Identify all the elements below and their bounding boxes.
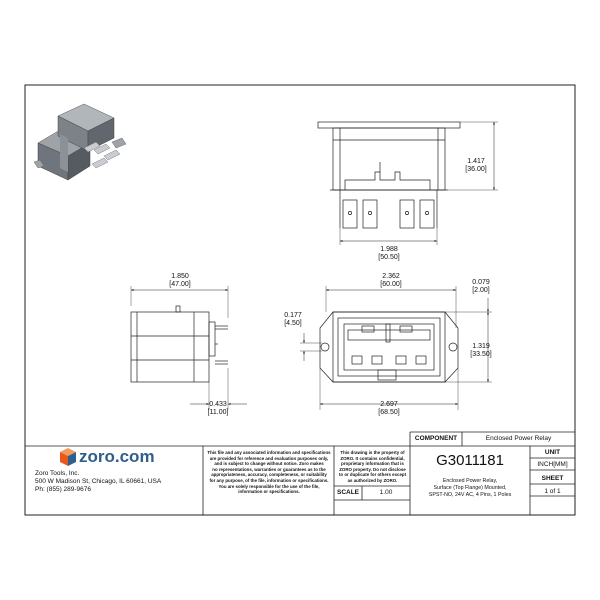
- top-inner-width-label: 2.362: [382, 273, 400, 280]
- component-value: Enclosed Power Relay: [485, 435, 552, 442]
- company-name: Zoro Tools, Inc.: [35, 470, 80, 477]
- top-inner-width-mm-label: [60.00]: [380, 281, 401, 288]
- drawing-border: [24, 84, 576, 516]
- disclaimer-text: This file and any associated information…: [207, 450, 331, 495]
- scale-label: SCALE: [336, 489, 360, 496]
- front-view: [317, 121, 498, 245]
- logo-text: zoro.com: [79, 447, 155, 466]
- component-label: COMPONENT: [414, 435, 458, 442]
- scale-value: 1.00: [379, 489, 393, 496]
- front-height-mm-label: [36.00]: [465, 166, 486, 173]
- top-flange-label: 0.079: [472, 279, 490, 286]
- zoro-logo-icon: [60, 448, 76, 466]
- company-address: 500 W Madison St, Chicago, IL 60661, USA: [35, 478, 162, 485]
- top-outer-width-mm-label: [68.50]: [378, 409, 399, 416]
- part-number: G3011181: [436, 452, 504, 469]
- side-view: [130, 286, 247, 410]
- sheet-label: SHEET: [541, 475, 564, 482]
- front-width-label: 1.988: [380, 246, 398, 253]
- title-block: [25, 431, 575, 515]
- unit-value: INCH[MM]: [537, 461, 568, 468]
- side-width-mm-label: [47.00]: [169, 281, 190, 288]
- unit-label: UNIT: [544, 449, 561, 456]
- top-outer-width-label: 2.697: [380, 401, 398, 408]
- top-hole-mm-label: [4.50]: [284, 320, 302, 327]
- company-phone: Ph: (855) 289-9676: [35, 486, 92, 493]
- side-width-label: 1.850: [171, 273, 189, 280]
- top-height-mm-label: [33.50]: [470, 351, 491, 358]
- top-view: [300, 286, 492, 410]
- part-description: Enclosed Power Relay, Surface (Top Flang…: [428, 478, 512, 498]
- top-flange-mm-label: [2.00]: [472, 287, 490, 294]
- side-offset-label: 0.433: [209, 401, 227, 408]
- side-offset-mm-label: [11.00]: [208, 409, 229, 416]
- top-hole-label: 0.177: [284, 312, 302, 319]
- property-notice: This drawing is the property of ZORO. It…: [338, 450, 407, 483]
- front-width-mm-label: [50.50]: [378, 254, 399, 261]
- sheet-value: 1 of 1: [544, 488, 561, 495]
- front-height-label: 1.417: [467, 158, 485, 165]
- top-height-label: 1.319: [472, 343, 490, 350]
- isometric-view: [33, 103, 127, 181]
